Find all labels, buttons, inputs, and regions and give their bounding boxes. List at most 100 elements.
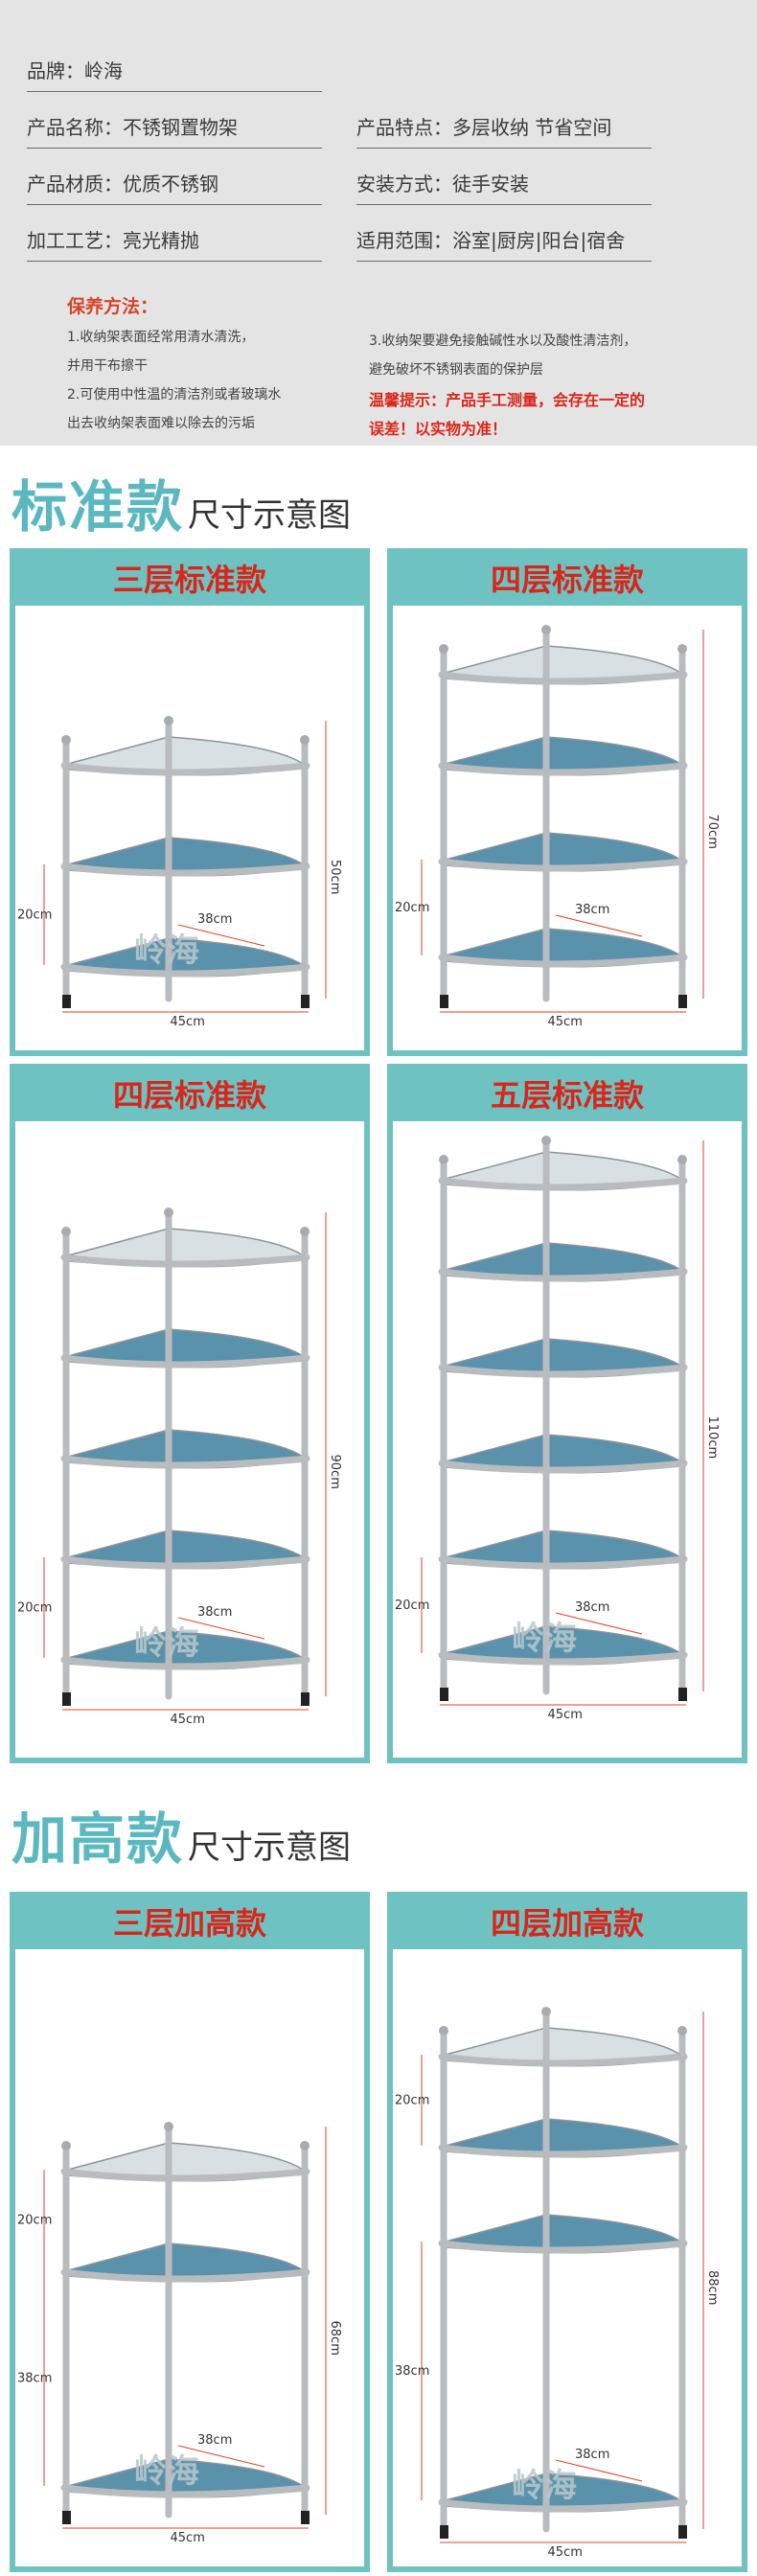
shelf-rail (438, 2498, 688, 2513)
shelf-rail (438, 858, 688, 872)
shelf-rail (60, 1354, 310, 1368)
foot-pad (301, 2511, 310, 2524)
depth-dimension-line (555, 2459, 643, 2482)
post-cap (300, 1227, 310, 1236)
material-text: 产品材质：优质不锈钢 (27, 169, 322, 205)
height-label: 88cm (705, 2270, 720, 2305)
shelf-rail (438, 1177, 688, 1191)
gap-label-upper: 20cm (395, 2094, 429, 2108)
card-title: 四层标准款 (112, 1077, 266, 1114)
section-standard-title: 标准款 (11, 474, 185, 540)
section-tall-title: 加高款 (11, 1806, 185, 1872)
shelf-rail (438, 671, 688, 685)
depth-dimension-line (177, 2445, 265, 2468)
shelf-rail (438, 1651, 688, 1666)
depth-label: 38cm (575, 2448, 609, 2462)
shelf-rail (60, 1254, 310, 1268)
feature-text: 产品特点：多层收纳 节省空间 (356, 112, 652, 149)
depth-dimension-line (177, 1617, 265, 1640)
foot-pad (678, 1688, 687, 1701)
watermark-text: 岭海 (134, 2452, 199, 2491)
care-line-2: 并用干布擦干 (67, 358, 148, 374)
post-cap (164, 1208, 173, 1217)
shelf-rail (438, 2240, 688, 2254)
post-cap (439, 644, 448, 654)
gap-label: 20cm (395, 901, 429, 915)
post-cap (541, 2007, 551, 2016)
shelf-rail (60, 2484, 310, 2498)
post-cap (439, 1155, 448, 1164)
shelf-rail (60, 2268, 310, 2283)
post-cap (164, 716, 173, 725)
post-cap (541, 625, 551, 634)
care-note-2: 误差！以实物为准！ (369, 420, 508, 438)
width-label: 45cm (171, 1015, 205, 1029)
shelf-rail (438, 2144, 688, 2158)
gap-label: 38cm (17, 2372, 52, 2386)
width-label: 45cm (548, 1708, 583, 1722)
post-cap (439, 2026, 448, 2036)
post-cap (61, 735, 71, 745)
foot-pad (440, 1688, 448, 1701)
foot-pad (678, 995, 687, 1008)
watermark-text: 岭海 (512, 1620, 577, 1658)
shelf-rail (60, 2168, 310, 2182)
card-title: 四层加高款 (490, 1905, 644, 1942)
card-title: 三层标准款 (112, 562, 266, 598)
shelf-rail (60, 963, 310, 978)
post-cap (300, 2141, 310, 2150)
scope-text: 适用范围：浴室|厨房|阳台|宿舍 (356, 225, 652, 262)
width-label: 45cm (171, 1713, 205, 1727)
foot-pad (62, 1692, 71, 1706)
shelf-rail (60, 1656, 310, 1670)
post-cap (677, 644, 687, 654)
post-cap (61, 1227, 71, 1236)
foot-pad (62, 995, 71, 1008)
gap-label: 20cm (395, 1598, 429, 1613)
card-title: 三层加高款 (112, 1905, 266, 1942)
foot-pad (301, 995, 310, 1008)
shelf-rail (60, 862, 310, 877)
depth-label: 38cm (197, 1605, 232, 1620)
shelf-rail (60, 1455, 310, 1469)
process-text: 加工工艺：亮光精抛 (27, 225, 322, 262)
depth-dimension-line (555, 1612, 643, 1635)
care-line-5: 3.收纳架要避免接触碱性水以及酸性清洁剂， (369, 334, 637, 349)
section-standard-subtitle: 尺寸示意图 (188, 496, 352, 535)
post-cap (164, 2122, 173, 2131)
depth-label: 38cm (575, 903, 609, 917)
foot-pad (440, 995, 448, 1008)
depth-label: 38cm (197, 2433, 232, 2448)
height-label: 50cm (328, 860, 342, 894)
shelf-rail (438, 762, 688, 776)
card-title: 五层标准款 (490, 1077, 644, 1114)
shelf-rail (438, 2053, 688, 2067)
brand-text: 品牌：岭海 (27, 56, 322, 92)
shelf-rail (438, 1460, 688, 1474)
shelf-rail (438, 1364, 688, 1378)
section-heading-tall: 加高款尺寸示意图 (11, 1794, 351, 1874)
depth-dimension-line (177, 924, 265, 947)
post-cap (61, 2141, 71, 2150)
foot-pad (440, 2525, 448, 2539)
depth-dimension-line (555, 914, 643, 937)
shelf-rail (438, 1268, 688, 1282)
depth-label: 38cm (197, 912, 232, 927)
shelf-rail (438, 954, 688, 968)
card-title: 四层标准款 (490, 562, 644, 598)
watermark-text: 岭海 (134, 1624, 199, 1663)
